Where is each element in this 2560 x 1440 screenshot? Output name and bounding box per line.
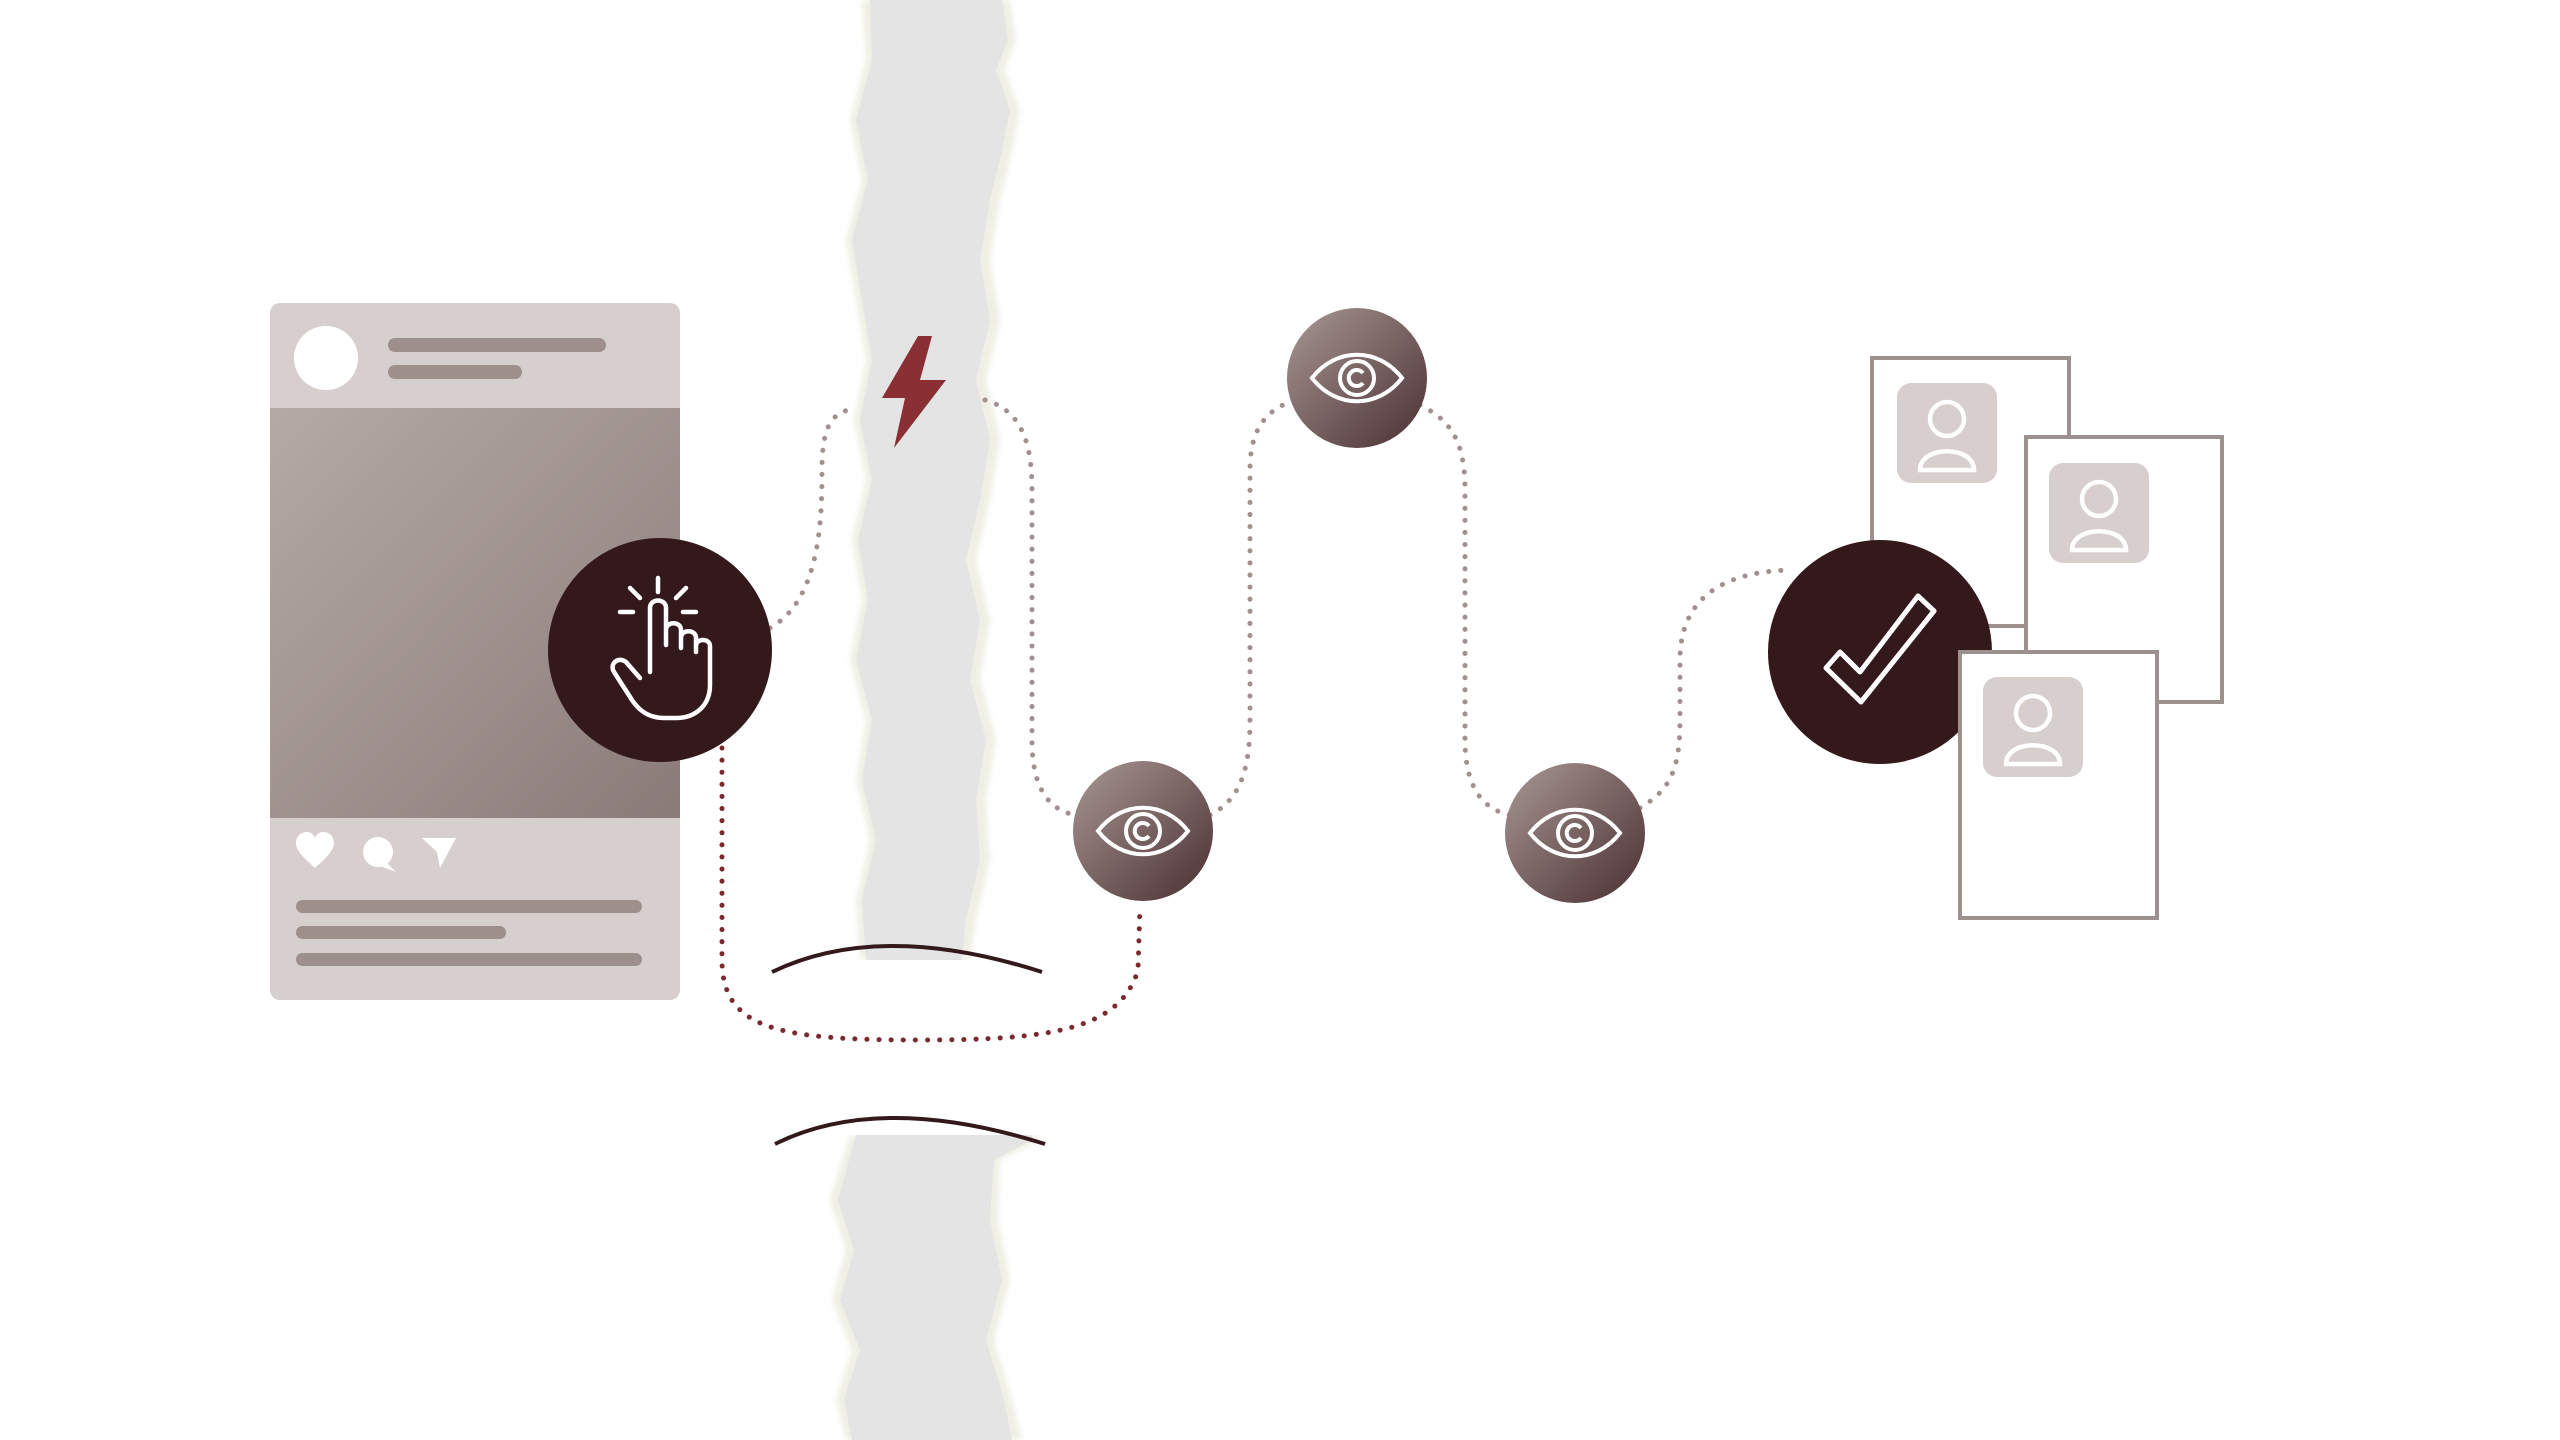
lightning-icon <box>882 336 946 448</box>
user-icon <box>2003 693 2063 767</box>
send-icon <box>422 838 456 868</box>
post-avatar <box>294 326 358 390</box>
post-header-line-1 <box>388 338 606 352</box>
path-tear-to-view-1 <box>982 397 1078 818</box>
path-view-3-to-convert <box>1637 567 1793 811</box>
post-caption-line-3 <box>296 953 642 966</box>
gap-arc-top <box>771 944 1043 974</box>
comment-icon <box>363 837 396 872</box>
post-header-line-2 <box>388 365 522 379</box>
gap-arc-bottom <box>774 1116 1046 1146</box>
post-caption-line-1 <box>296 900 642 913</box>
profile-documents <box>1870 356 2224 704</box>
convert-node <box>1768 540 1992 764</box>
heart-icon <box>296 832 334 868</box>
pointer-hand-icon <box>610 575 713 721</box>
torn-paper-gap <box>830 0 1040 1440</box>
click-node <box>548 538 772 762</box>
view-node-1 <box>1073 761 1213 901</box>
path-view-1-to-view-2 <box>1207 397 1298 818</box>
path-click-to-tear <box>767 407 851 631</box>
user-icon <box>2069 479 2129 553</box>
view-node-3 <box>1505 763 1645 903</box>
eye-icon <box>1095 805 1191 857</box>
profile-document-3 <box>1958 650 2159 920</box>
user-icon <box>1917 399 1977 473</box>
eye-icon <box>1309 352 1405 404</box>
eye-icon <box>1527 807 1623 859</box>
post-caption-line-2 <box>296 926 506 939</box>
checkmark-icon <box>1823 593 1937 705</box>
view-node-2 <box>1287 308 1427 448</box>
journey-paths <box>719 397 1793 1043</box>
path-view-2-to-view-3 <box>1417 402 1513 818</box>
